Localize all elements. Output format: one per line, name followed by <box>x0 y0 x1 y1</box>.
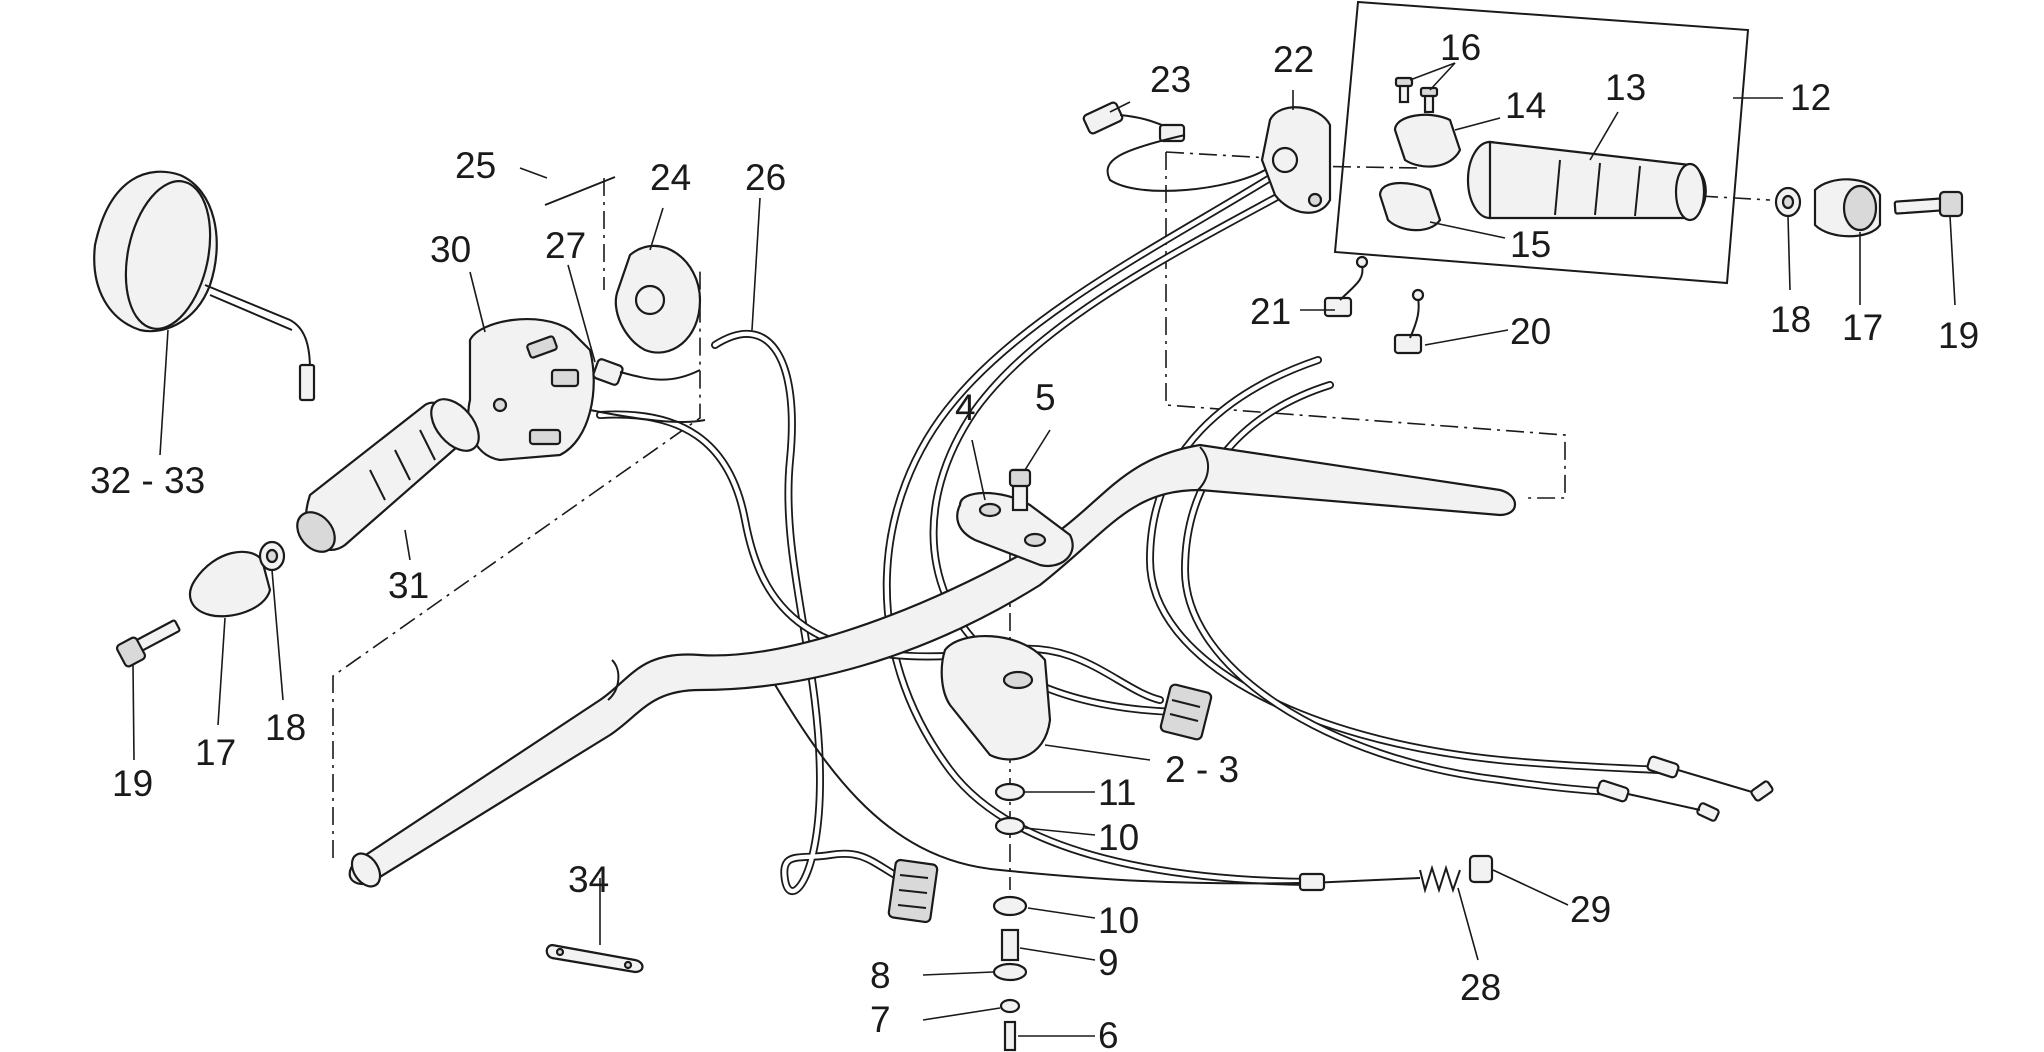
label-8: 8 <box>870 955 891 996</box>
throttle-housing-22 <box>1260 106 1332 214</box>
upper-clamp <box>956 491 1074 568</box>
choke-cap-29 <box>1468 854 1494 884</box>
throttle-cables <box>882 171 1314 886</box>
label-28: 28 <box>1460 967 1501 1008</box>
left-grip <box>296 398 480 553</box>
label-26: 26 <box>745 157 786 198</box>
label-19-right: 19 <box>1938 315 1979 356</box>
label-31: 31 <box>388 565 429 606</box>
label-11: 11 <box>1098 772 1136 813</box>
connector-plug-left <box>887 858 939 924</box>
bolt-5 <box>1008 468 1032 512</box>
plate-34 <box>545 943 644 974</box>
switch-cable-27 <box>589 358 706 423</box>
label-32-33: 32 - 33 <box>90 460 205 501</box>
left-switch-housing <box>467 318 595 462</box>
label-17-right: 17 <box>1842 307 1883 348</box>
lower-riser <box>940 635 1052 761</box>
right-bar-end <box>1774 178 1964 238</box>
label-12: 12 <box>1790 77 1831 118</box>
clutch-and-choke-cables <box>1145 356 1664 796</box>
choke-cable <box>759 659 1421 885</box>
label-2-3: 2 - 3 <box>1165 749 1239 790</box>
label-14: 14 <box>1505 85 1546 126</box>
label-10-lower: 10 <box>1098 900 1139 941</box>
label-15: 15 <box>1510 224 1551 265</box>
label-17-left: 17 <box>195 732 236 773</box>
riser-hardware-stack <box>992 782 1028 1052</box>
left-bar-end <box>115 540 286 668</box>
label-29: 29 <box>1570 889 1611 930</box>
label-21: 21 <box>1250 291 1291 332</box>
label-34: 34 <box>568 859 609 900</box>
label-7: 7 <box>870 999 891 1040</box>
right-grip-13 <box>1466 140 1707 222</box>
label-5: 5 <box>1035 377 1056 418</box>
label-18-left: 18 <box>265 707 306 748</box>
screw-25 <box>544 176 616 206</box>
label-23: 23 <box>1150 59 1191 100</box>
label-27: 27 <box>545 225 586 266</box>
label-20: 20 <box>1510 311 1551 352</box>
label-19-left: 19 <box>112 763 153 804</box>
label-16: 16 <box>1440 27 1481 68</box>
label-4: 4 <box>955 387 976 428</box>
label-30: 30 <box>430 229 471 270</box>
label-24: 24 <box>650 157 691 198</box>
label-9: 9 <box>1098 942 1119 983</box>
leader-lines <box>132 62 1956 1037</box>
cable-end-fittings <box>1596 755 1774 822</box>
throttle-grip-assembly-frame <box>1333 0 1750 285</box>
wire-23 <box>1082 101 1266 192</box>
label-25: 25 <box>455 145 496 186</box>
throttle-parts-14-15-16 <box>1378 76 1462 232</box>
left-switch-wiring-harness <box>596 329 1164 895</box>
label-6: 6 <box>1098 1015 1119 1052</box>
label-18-right: 18 <box>1770 299 1811 340</box>
label-10-upper: 10 <box>1098 817 1139 858</box>
connector-plug-right <box>1159 683 1213 741</box>
label-22: 22 <box>1273 39 1314 80</box>
handlebar-tube <box>348 443 1517 888</box>
part-labels: 2 - 3 4 5 6 7 8 9 10 10 11 12 13 14 15 1… <box>90 27 1979 1052</box>
cable-adjusters <box>1323 255 1425 355</box>
label-13: 13 <box>1605 67 1646 108</box>
clamp-24 <box>614 244 702 354</box>
mirror <box>93 170 316 402</box>
cable-nipple <box>1298 872 1326 892</box>
choke-spring-28 <box>1419 864 1461 894</box>
